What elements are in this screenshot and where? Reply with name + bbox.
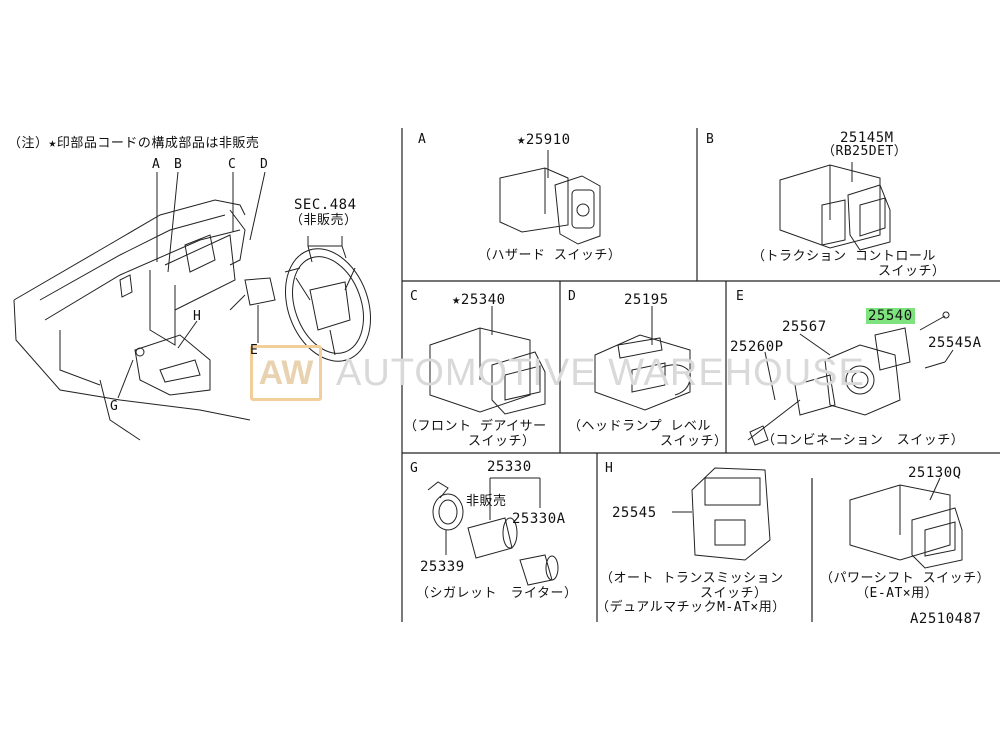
panel-e-part-25567: 25567 [782,319,827,335]
panel-d-letter: D [568,289,577,304]
panel-g-part-25330: 25330 [487,459,532,475]
overview-label-g: G [110,399,119,414]
panel-a-part: ★25910 [517,132,571,148]
panel-i-part: 25130Q [908,465,962,481]
watermark-text: AUTOMOTIVE WAREHOUSE [336,351,865,394]
panel-a-letter: A [418,132,427,147]
cigarette-lighter-drawing [427,477,559,586]
dashboard-drawing [13,171,372,441]
panel-i-caption-1: （パワーシフト スイッチ） [820,571,991,586]
panel-g-caption: （シガレット ライター） [416,586,578,601]
panel-b-letter: B [706,132,715,147]
auto-transmission-switch-drawing [672,467,771,561]
overview-label-h: H [193,309,202,324]
panel-i-caption-2: （E-AT×用） [856,586,939,601]
panel-e-letter: E [736,289,745,304]
overview-label-e: E [250,343,259,358]
power-shift-switch-drawing [849,477,963,569]
panel-h-caption-2: スイッチ） [700,586,768,601]
panel-e-caption: （コンビネーション スイッチ） [762,433,965,448]
highlighted-part-label: 25540 [866,308,915,324]
hazard-switch-drawing [499,150,601,245]
panel-h-caption-1: （オート トランスミッション [600,571,784,586]
panel-b-part-variant: （RB25DET） [822,144,908,159]
watermark-logo: AW [250,345,322,401]
sec-ref-label: SEC.484 [294,197,357,213]
overview-label-a: A [152,157,161,172]
panel-c-letter: C [410,289,419,304]
overview-label-c: C [228,157,237,172]
traction-control-switch-drawing [779,162,891,251]
panel-h-letter: H [605,461,614,476]
panel-b-caption-2: スイッチ） [878,264,946,279]
headlamp-level-switch-drawing [594,306,691,411]
overview-label-d: D [260,157,269,172]
panel-d-caption-2: スイッチ） [660,434,728,449]
watermark: AW AUTOMOTIVE WAREHOUSE [250,344,865,402]
panel-e-part-25260p: 25260P [730,339,784,355]
panel-h-part: 25545 [612,505,657,521]
panel-g-letter: G [410,461,419,476]
panel-d-part: 25195 [624,292,669,308]
panel-h-caption-3: （デュアルマチックM-AT×用） [596,600,786,615]
note-text: （注）★印部品コードの構成部品は非販売 [8,136,260,151]
panel-e-part-25545a: 25545A [928,335,982,351]
front-deicer-switch-drawing [429,306,546,415]
panel-g-part-25330a: 25330A [512,511,566,527]
diagram-id: A2510487 [910,611,982,627]
panel-g-not-sold: 非販売 [466,494,507,509]
panel-b-part: 25145M [840,130,894,146]
panel-g-part-25339: 25339 [420,559,465,575]
panel-c-caption-1: （フロント デアイサー [404,419,547,434]
combination-switch-drawing [747,311,954,446]
overview-label-b: B [174,157,183,172]
panel-b-caption-1: （トラクション コントロール [752,249,936,264]
sec-note-label: （非販売） [290,213,358,228]
panel-e-part-25540: 25540 [866,308,915,324]
panel-a-caption: （ハザード スイッチ） [478,248,622,263]
panel-c-part: ★25340 [452,292,506,308]
panel-c-caption-2: スイッチ） [468,434,536,449]
panel-d-caption-1: （ヘッドランプ レベル [568,419,711,434]
